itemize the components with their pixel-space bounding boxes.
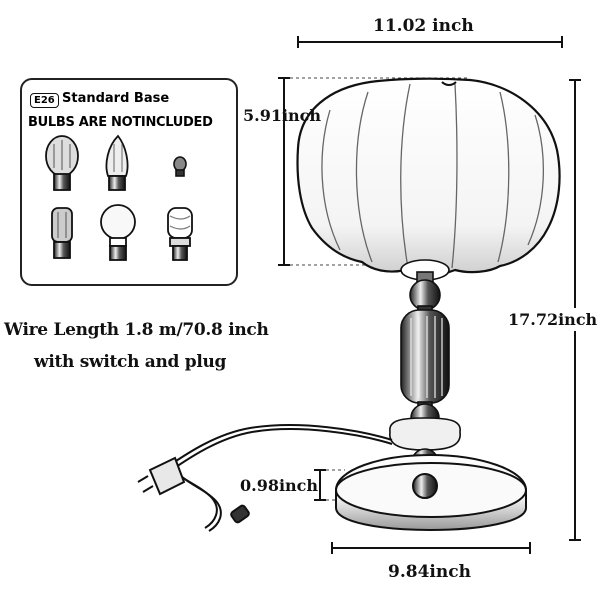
edison-bulb-icon <box>45 135 79 191</box>
width-dimension-line <box>297 36 563 48</box>
bulbs-not-included-note: BULBS ARE NOTINCLUDED <box>28 115 213 130</box>
wire-features-label: with switch and plug <box>34 352 227 372</box>
plug-icon <box>137 456 186 496</box>
standard-base-label: Standard Base <box>62 91 170 106</box>
cord-switch <box>230 504 250 524</box>
cfl-spiral-bulb-icon <box>167 207 193 261</box>
a19-led-bulb-icon <box>100 204 136 261</box>
lamp-shade <box>296 77 561 276</box>
bulb-info-panel: E26 Standard Base BULBS ARE NOTINCLUDED <box>20 78 238 286</box>
base-width-dimension-label: 9.84inch <box>388 562 471 582</box>
base-width-dimension-line <box>331 542 531 554</box>
total-height-dimension-label: 17.72inch <box>508 308 598 331</box>
base-height-dimension-label: 0.98inch <box>240 476 319 495</box>
lamp-stem <box>389 259 461 499</box>
tubular-bulb-icon <box>51 207 73 259</box>
power-cord <box>169 424 393 532</box>
shade-height-dimension-label: 5.91inch <box>243 106 322 125</box>
st64-bulb-icon <box>105 134 129 191</box>
shade-height-dimension-line <box>278 77 290 266</box>
width-dimension-label: 11.02 inch <box>373 16 474 36</box>
base-height-dimension-line <box>314 469 326 501</box>
mini-bulb-icon <box>173 156 187 177</box>
lamp-base <box>335 453 527 532</box>
base-height-guides <box>326 469 345 501</box>
e26-badge: E26 <box>30 93 59 108</box>
bulb-types-illustration <box>45 134 193 261</box>
wire-length-label: Wire Length 1.8 m/70.8 inch <box>4 320 269 340</box>
